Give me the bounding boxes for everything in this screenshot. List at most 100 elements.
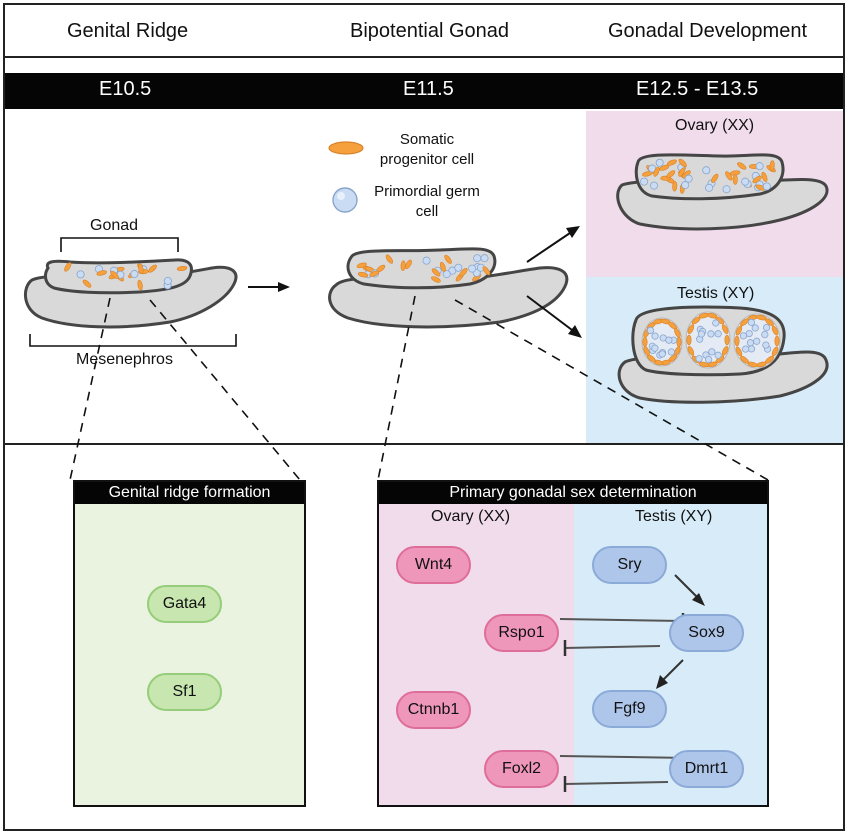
somatic-cell xyxy=(96,270,107,276)
somatic-cell xyxy=(666,170,676,179)
germ-cell xyxy=(705,355,713,364)
stage-e12: E12.5 - E13.5 xyxy=(636,78,759,100)
somatic-cell xyxy=(761,171,768,182)
germ-cell xyxy=(762,341,770,349)
somatic-cell xyxy=(771,325,779,336)
germ-cell xyxy=(751,324,759,332)
somatic-cell xyxy=(385,254,394,264)
somatic-cell xyxy=(176,265,188,272)
somatic-cell xyxy=(740,355,749,364)
somatic-cell-icon xyxy=(328,141,364,155)
germ-cell xyxy=(658,350,666,358)
somatic-cell xyxy=(404,259,412,270)
foxl2-inhibits-dmrt1 xyxy=(559,755,692,759)
germ-cell xyxy=(741,345,750,353)
arrow-to-testis xyxy=(526,295,573,331)
germ-cell-highlight-icon xyxy=(337,192,345,200)
germ-cell xyxy=(468,264,477,273)
somatic-cell xyxy=(686,334,692,346)
somatic-cell xyxy=(137,279,143,291)
sox9-activates-fgf9 xyxy=(662,659,684,681)
somatic-cell xyxy=(732,174,738,185)
somatic-cell xyxy=(734,335,740,347)
legend-somatic-line1: Somatic xyxy=(399,131,455,148)
germ-cell xyxy=(708,348,716,356)
gene-sf1: Sf1 xyxy=(147,673,222,711)
germ-cell xyxy=(714,351,722,359)
somatic-cell xyxy=(769,160,775,171)
germ-cell xyxy=(665,336,673,344)
germ-cell xyxy=(762,182,771,191)
somatic-cell xyxy=(356,262,367,269)
somatic-cell xyxy=(653,166,660,177)
germ-cell xyxy=(747,318,755,326)
gene-gata4: Gata4 xyxy=(147,585,222,623)
zoom-line-left-b xyxy=(149,299,301,481)
cell-layer xyxy=(64,158,781,369)
gonad-bracket xyxy=(60,237,179,252)
germ-cell xyxy=(762,323,771,332)
germ-cell xyxy=(722,185,731,194)
legend-somatic-line2: progenitor cell xyxy=(379,151,475,168)
somatic-cell xyxy=(678,158,687,168)
germ-cell xyxy=(714,330,722,338)
somatic-cell xyxy=(400,260,406,271)
header-divider xyxy=(3,56,845,58)
germ-cell xyxy=(707,330,715,338)
somatic-cell xyxy=(737,162,747,170)
somatic-cell xyxy=(735,346,743,357)
gene-foxl2: Foxl2 xyxy=(484,750,559,788)
somatic-cell xyxy=(752,175,762,184)
figure-frame xyxy=(3,3,845,831)
stage-band xyxy=(5,73,843,109)
germ-cell xyxy=(646,326,655,334)
legend-germ: Primordial germ cell xyxy=(370,182,484,222)
germ-cell xyxy=(746,339,755,347)
germ-cell xyxy=(684,174,693,183)
somatic-cell xyxy=(687,324,695,335)
determination-panel-title: Primary gonadal sex determination xyxy=(379,482,767,504)
legend-somatic: Somatic progenitor cell xyxy=(377,130,477,170)
sry-activates-sox9-head xyxy=(692,593,705,606)
somatic-cell xyxy=(459,268,468,277)
legend-germ-line2: cell xyxy=(415,203,439,220)
somatic-cell xyxy=(357,272,369,278)
legend-germ-line1: Primordial germ xyxy=(374,183,480,200)
somatic-cell xyxy=(674,327,681,338)
somatic-cell xyxy=(148,264,157,273)
somatic-cell xyxy=(725,171,733,181)
gene-fgf9: Fgf9 xyxy=(592,690,667,728)
sox9-activates-fgf9-head xyxy=(656,675,668,689)
germ-cell xyxy=(473,254,482,263)
arrow-e10-to-e11-head xyxy=(278,282,290,292)
somatic-cell xyxy=(431,268,441,277)
germ-cell xyxy=(741,177,750,186)
germ-cell xyxy=(695,355,703,363)
gonad-label: Gonad xyxy=(90,217,139,234)
rspo1-inhibits-sox9 xyxy=(559,618,684,622)
mesonephros-bracket xyxy=(29,334,237,347)
stage-e10: E10.5 xyxy=(99,78,152,100)
germ-cell xyxy=(681,181,690,190)
germ-cell xyxy=(130,270,139,279)
testis-label: Testis (XY) xyxy=(677,285,755,302)
germ-cell xyxy=(697,330,706,338)
header-genital-ridge: Genital Ridge xyxy=(67,20,189,42)
ovary-label: Ovary (XX) xyxy=(675,117,755,134)
somatic-cell xyxy=(138,263,144,274)
ovary-side-label: Ovary (XX) xyxy=(431,508,511,525)
germ-cell xyxy=(702,166,711,175)
sox9-inhibits-rspo1 xyxy=(564,645,661,649)
germ-cell xyxy=(667,348,675,356)
somatic-cell xyxy=(774,335,780,347)
germ-cell xyxy=(442,270,451,279)
somatic-cell xyxy=(64,262,72,272)
somatic-cell xyxy=(678,167,686,177)
somatic-cell xyxy=(765,318,774,327)
germ-cell xyxy=(454,263,463,272)
dmrt1-inhibits-foxl2 xyxy=(564,781,669,785)
germ-cell xyxy=(651,344,659,352)
testis-side-label: Testis (XY) xyxy=(635,508,713,525)
gene-sry: Sry xyxy=(592,546,667,584)
middle-divider xyxy=(3,443,845,445)
